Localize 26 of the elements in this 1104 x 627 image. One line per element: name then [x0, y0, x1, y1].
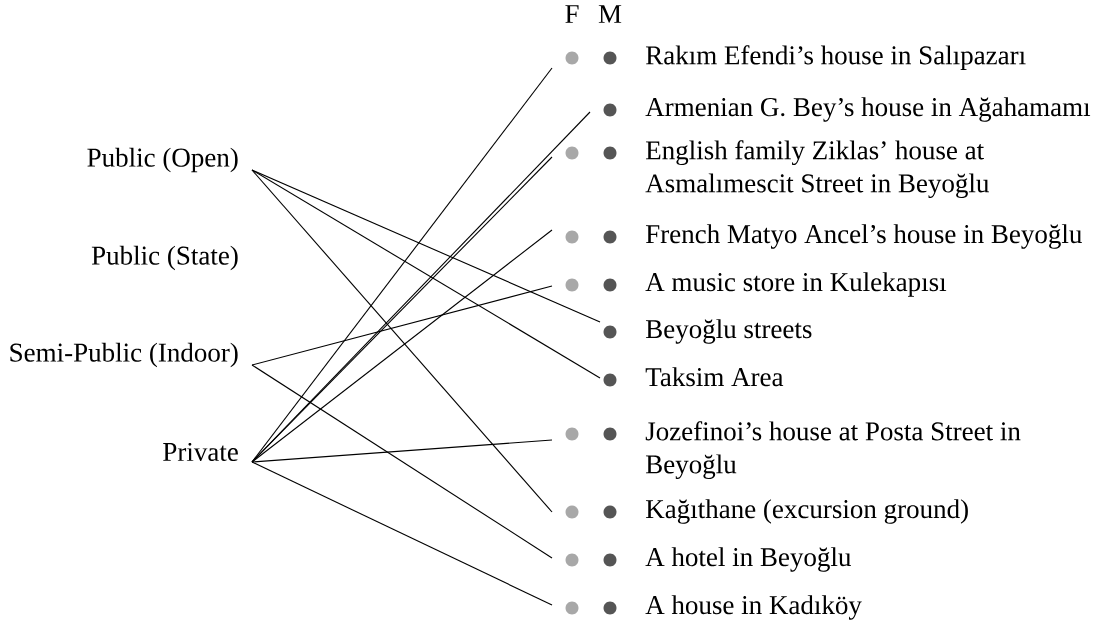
- place-label: Armenian G. Bey’s house in Ağahamamı: [645, 97, 1091, 122]
- category-label: Public (Open): [87, 147, 238, 173]
- place-label: Jozefinoi’s house at Posta Street in Beyoğlu: [645, 421, 1021, 480]
- category-label: Private: [163, 442, 238, 462]
- connector-line: [251, 169, 601, 323]
- place-label: English family Ziklas’ house at Asmalımescit Street in Beyoğlu: [645, 140, 989, 199]
- connector-line: [251, 67, 553, 463]
- connector-line: [251, 169, 553, 513]
- connector-line: [251, 461, 553, 606]
- place-label: Rakım Efendi’s house in Salıpazarı: [646, 45, 1026, 70]
- connector-line: [251, 285, 553, 366]
- place-label: Taksim Area: [645, 367, 784, 387]
- place-label: French Matyo Ancel’s house in Beyoğlu: [646, 224, 1082, 249]
- connector-line: [251, 364, 553, 559]
- connector-line: [251, 439, 553, 463]
- category-label: Public (State): [91, 245, 238, 271]
- connector-line: [251, 229, 553, 463]
- place-label: Kağıthane (excursion ground): [646, 499, 968, 524]
- column-header: M: [598, 5, 622, 23]
- connector-line: [251, 111, 591, 463]
- place-label: Beyoğlu streets: [646, 319, 812, 344]
- place-label: A music store in Kulekapısı: [645, 272, 947, 297]
- place-label: A house in Kadıköy: [645, 595, 862, 620]
- category-label: Semi-Public (Indoor): [10, 342, 238, 368]
- place-label: A hotel in Beyoğlu: [645, 547, 851, 572]
- connector-line: [251, 169, 601, 379]
